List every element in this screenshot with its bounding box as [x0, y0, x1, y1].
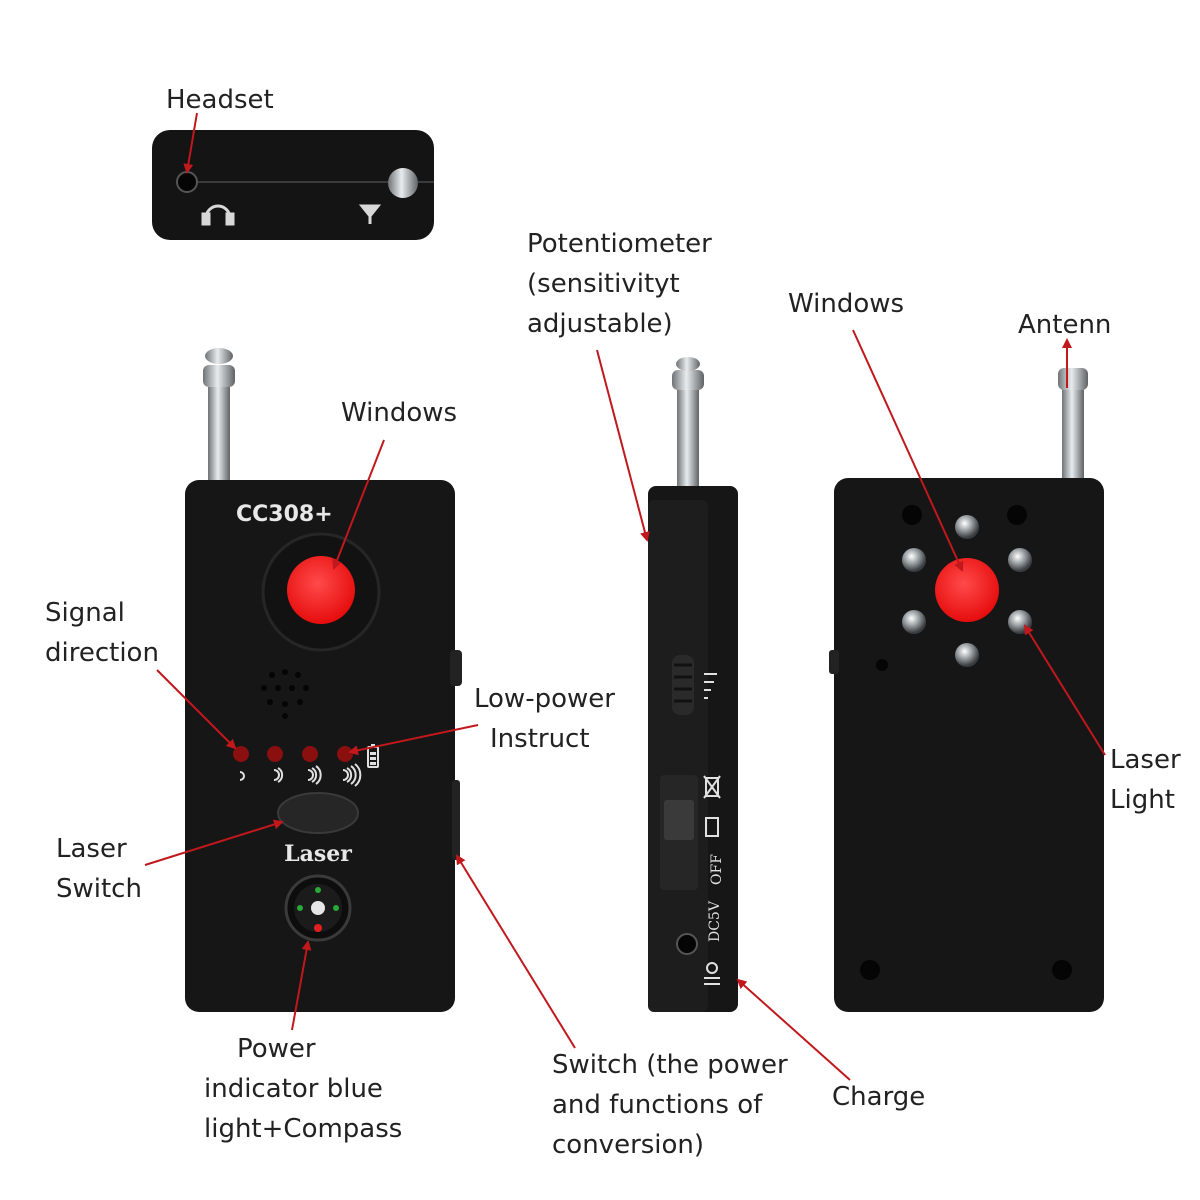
arrow-laser-light — [1023, 624, 1106, 756]
callout-switch-conversion-line-3: conversion) — [552, 1130, 705, 1160]
arrow-low-power — [348, 724, 479, 756]
callout-laser-light-line-1: Laser — [1110, 745, 1181, 775]
callout-potentiometer: Potentiometer (sensitivityt adjustable) — [527, 224, 712, 344]
arrow-switch-conversion — [455, 854, 576, 1049]
mute-icon — [703, 775, 721, 799]
arrow-power-indicator — [291, 940, 312, 1031]
laser-button — [277, 792, 359, 834]
back-window-lens — [935, 558, 999, 622]
callout-low-power-line-1: Low-power — [474, 684, 615, 714]
signal-strength-icons — [239, 763, 362, 787]
sound-icon — [705, 817, 719, 837]
callout-laser-light-line-2: Light — [1110, 785, 1175, 815]
callout-windows-back: Windows — [788, 284, 904, 324]
front-body — [185, 480, 455, 1012]
callout-signal-direction-line-1: Signal — [45, 598, 125, 628]
callout-low-power-line-2: Instruct — [490, 724, 590, 754]
callout-potentiometer-line-2: (sensitivityt — [527, 269, 680, 299]
callout-laser-switch: Laser Switch — [56, 829, 142, 909]
callout-antenn: Antenn — [1018, 305, 1111, 345]
callout-power-indicator-line-1: Power — [237, 1034, 316, 1064]
arrow-charge — [736, 978, 851, 1081]
callout-charge: Charge — [832, 1077, 925, 1117]
device-top-view — [152, 130, 434, 240]
callout-windows-front-text: Windows — [341, 398, 458, 428]
compass — [284, 874, 352, 942]
callout-signal-direction: Signal direction — [45, 593, 159, 673]
device-front-view: CC308+ Laser — [185, 348, 462, 1012]
arrow-windows-back — [852, 329, 964, 572]
charge-port-label: DC5V — [707, 900, 723, 942]
callout-potentiometer-line-1: Potentiometer — [527, 229, 712, 259]
charge-port — [676, 933, 698, 955]
switch-off-label: OFF — [709, 854, 725, 885]
led-ring — [902, 515, 1032, 667]
callout-laser-light: Laser Light — [1110, 740, 1181, 820]
headset-jack — [176, 171, 198, 193]
back-body — [834, 478, 1104, 1012]
model-label: CC308+ — [236, 502, 333, 527]
callout-antenn-text: Antenn — [1018, 310, 1112, 340]
callout-laser-switch-line-2: Switch — [56, 874, 142, 904]
callout-power-indicator-line-2: indicator blue — [204, 1074, 383, 1104]
antenna-knob — [388, 168, 418, 198]
callout-arrows — [144, 112, 1106, 1081]
antenna-icon — [358, 204, 382, 224]
callout-charge-text: Charge — [832, 1082, 926, 1112]
charge-icon — [704, 962, 720, 985]
front-window-lens — [287, 556, 355, 624]
callout-low-power: Low-power Instruct — [474, 679, 615, 759]
arrow-headset — [183, 112, 198, 174]
speaker-grille — [261, 669, 309, 719]
callout-switch-conversion-line-2: and functions of — [552, 1090, 763, 1120]
arrow-signal-direction — [156, 669, 237, 750]
arrow-potentiometer — [596, 349, 650, 542]
arrow-laser-switch — [144, 819, 284, 866]
headphones-icon — [201, 204, 235, 226]
device-side-view: OFF DC5V — [648, 357, 738, 1012]
callout-windows-back-text: Windows — [788, 289, 905, 319]
callout-laser-switch-line-1: Laser — [56, 834, 127, 864]
potentiometer-wheel — [672, 655, 694, 715]
callout-power-indicator: Power indicator blue light+Compass — [204, 1029, 402, 1149]
mode-switch — [660, 775, 698, 890]
laser-button-label: Laser — [284, 841, 352, 867]
device-back-view — [829, 368, 1104, 1012]
callout-windows-front: Windows — [341, 393, 457, 433]
arrow-windows-front — [332, 439, 385, 570]
sensitivity-scale-icon — [704, 673, 717, 699]
callout-potentiometer-line-3: adjustable) — [527, 309, 673, 339]
callout-switch-conversion-line-1: Switch (the power — [552, 1050, 788, 1080]
callout-signal-direction-line-2: direction — [45, 638, 159, 668]
callout-switch-conversion: Switch (the power and functions of conve… — [552, 1045, 788, 1165]
callout-headset-text: Headset — [166, 85, 274, 115]
callout-power-indicator-line-3: light+Compass — [204, 1114, 403, 1144]
callout-headset: Headset — [166, 80, 274, 120]
